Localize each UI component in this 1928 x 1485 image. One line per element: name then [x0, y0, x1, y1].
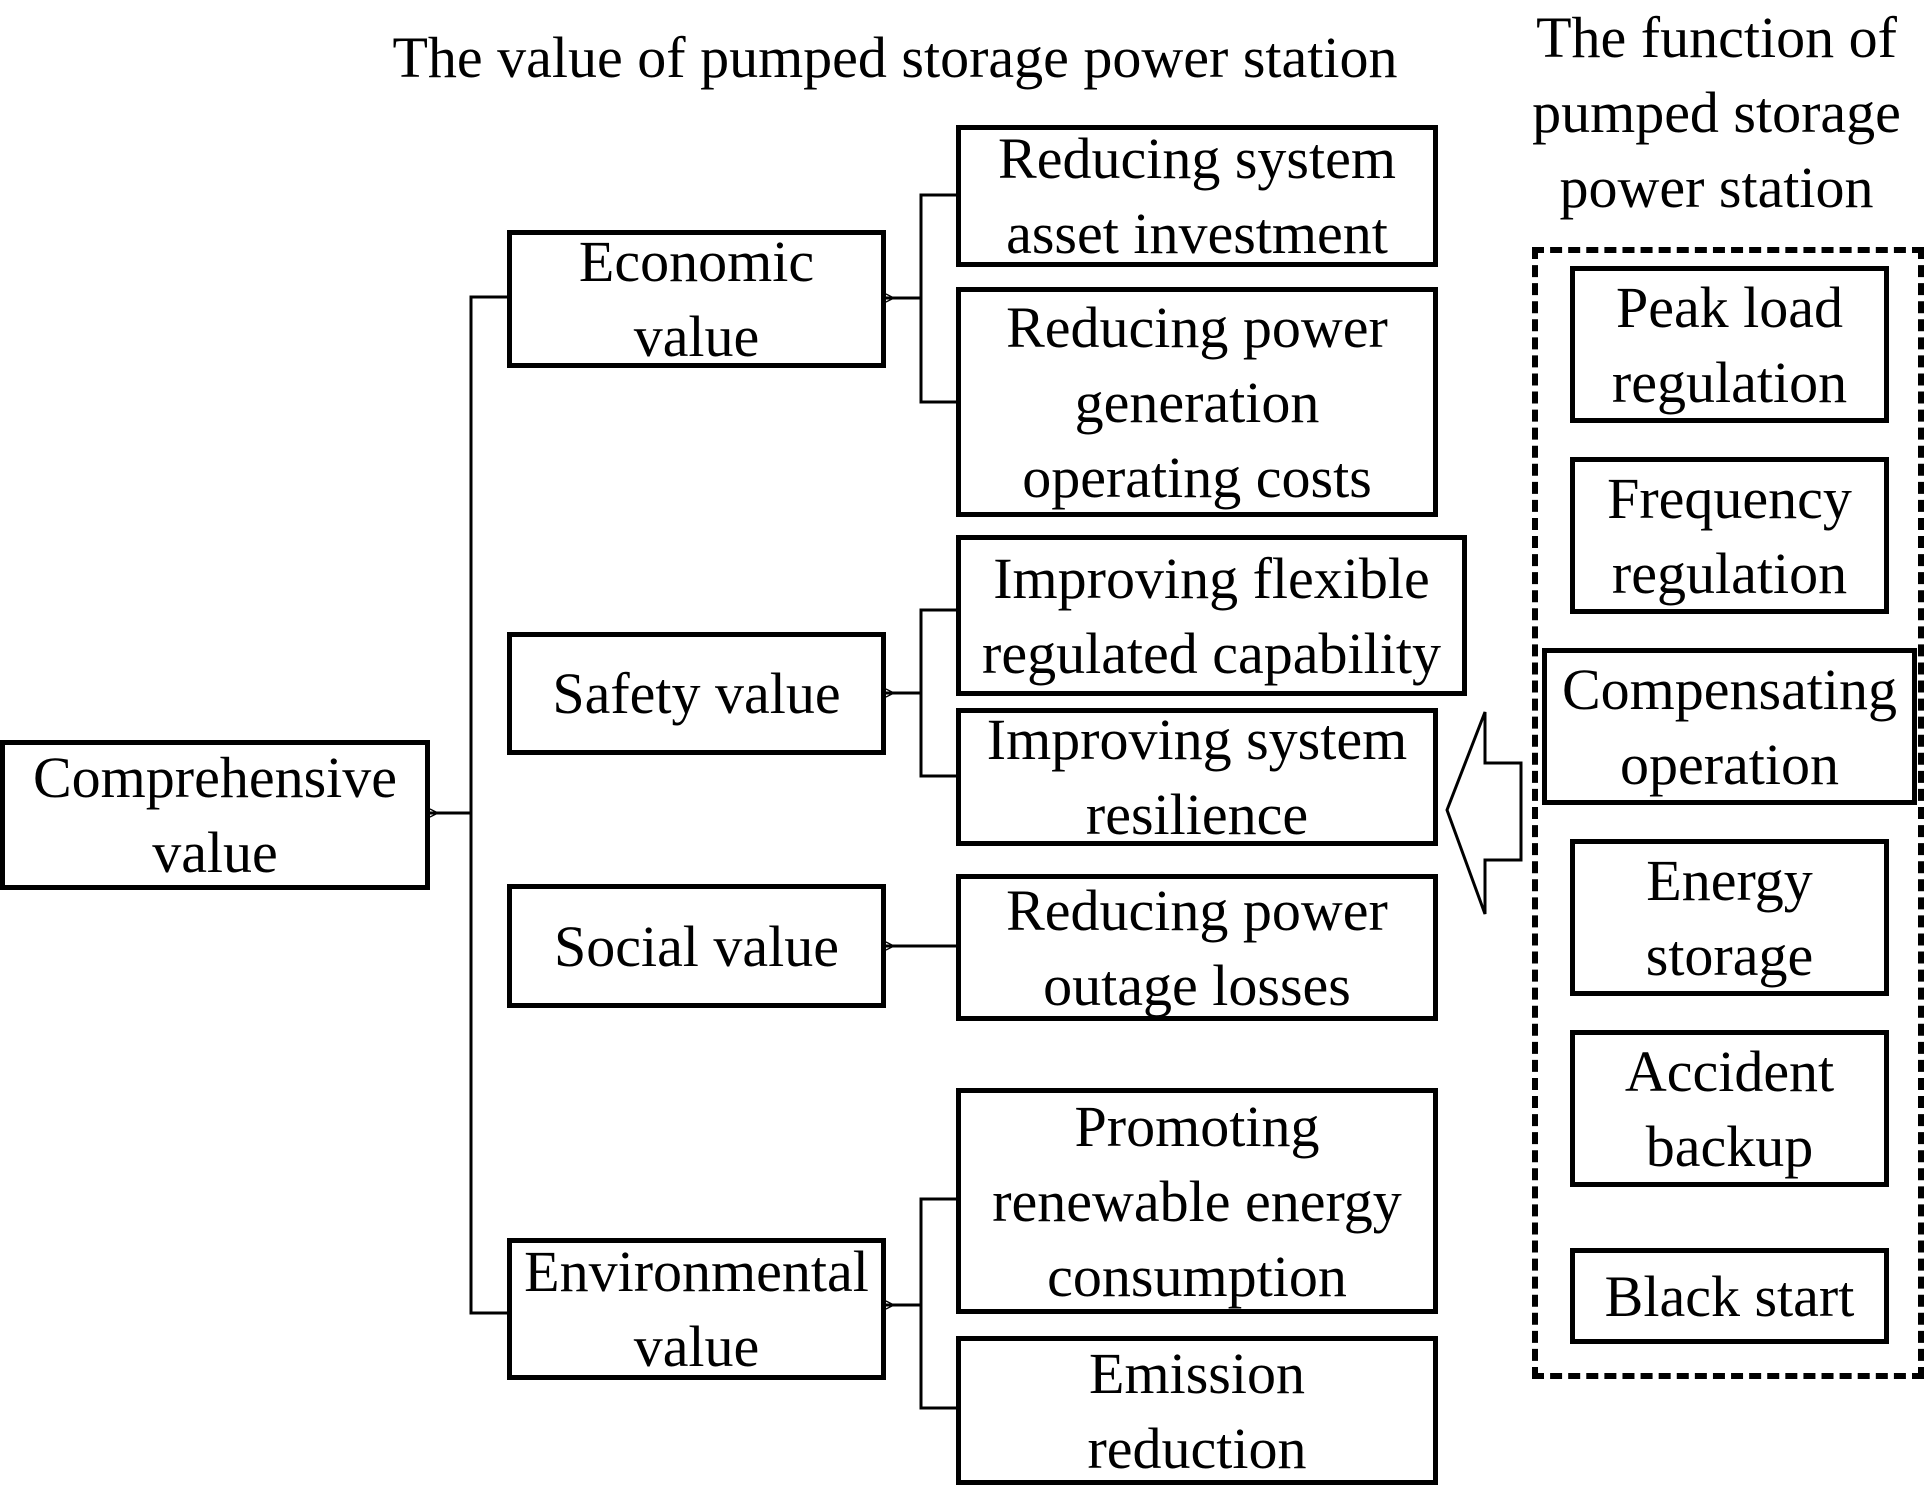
box-line: Improving system	[986, 708, 1408, 772]
box-line: Social value	[553, 913, 840, 979]
box-line: regulation	[1611, 540, 1848, 606]
function-compensating-box: Compensating operation	[1542, 648, 1917, 805]
box-line: Peak load	[1615, 274, 1844, 340]
box-line: Promoting	[1074, 1093, 1320, 1159]
box-line: Frequency	[1607, 465, 1852, 531]
box-line: consumption	[1047, 1243, 1347, 1309]
box-line: Comprehensive	[32, 745, 398, 810]
function-title-line-3: power station	[1559, 155, 1874, 220]
box-line: value	[152, 820, 278, 885]
value-title: The value of pumped storage power statio…	[392, 25, 1398, 90]
item-outage-losses-box: Reducing power outage losses	[956, 874, 1438, 1021]
box-line: Energy	[1646, 847, 1813, 913]
box-line: storage	[1645, 922, 1814, 988]
box-line: Economic	[578, 230, 815, 294]
box-line: Black start	[1604, 1263, 1855, 1329]
economic-bracket	[919, 193, 956, 404]
box-line: operation	[1619, 731, 1840, 797]
function-accident-backup-box: Accident backup	[1570, 1030, 1889, 1187]
item-operating-costs-box: Reducing power generation operating cost…	[956, 287, 1438, 517]
box-line: operating costs	[1022, 444, 1372, 510]
function-title-line-2: pumped storage	[1532, 80, 1901, 145]
box-line: reduction	[1087, 1415, 1307, 1481]
box-line: backup	[1645, 1113, 1814, 1179]
item-flexible-capability-box: Improving flexible regulated capability	[956, 535, 1467, 696]
environmental-value-box: Environmental value	[507, 1238, 886, 1380]
safety-bracket	[919, 608, 958, 778]
item-renewable-consumption-box: Promoting renewable energy consumption	[956, 1088, 1438, 1314]
social-value-box: Social value	[507, 884, 886, 1008]
box-line: Safety value	[552, 661, 841, 726]
box-line: Reducing power	[1006, 294, 1388, 360]
box-line: generation	[1074, 369, 1320, 435]
function-black-start-box: Black start	[1570, 1248, 1889, 1344]
box-line: Emission	[1089, 1340, 1305, 1406]
item-asset-investment-box: Reducing system asset investment	[956, 125, 1438, 267]
function-title-line-1: The function of	[1536, 5, 1897, 70]
box-line: Accident	[1624, 1038, 1835, 1104]
box-line: Compensating	[1561, 656, 1898, 722]
function-energy-storage-box: Energy storage	[1570, 839, 1889, 996]
economic-value-box: Economic value	[507, 230, 886, 368]
box-line: Reducing power	[1006, 877, 1388, 943]
function-title: The function of pumped storage power sta…	[1505, 0, 1928, 225]
box-line: value	[633, 1314, 760, 1379]
box-line: asset investment	[1006, 201, 1388, 266]
box-line: regulated capability	[982, 620, 1441, 686]
box-line: resilience	[1085, 782, 1309, 846]
box-line: Improving flexible	[993, 545, 1430, 611]
box-line: renewable energy	[992, 1168, 1402, 1234]
box-line: value	[633, 304, 760, 368]
function-frequency-box: Frequency regulation	[1570, 457, 1889, 614]
root-bracket	[469, 295, 507, 1315]
item-system-resilience-box: Improving system resilience	[956, 708, 1438, 846]
box-line: Reducing system	[998, 126, 1396, 191]
box-line: Environmental	[524, 1239, 869, 1304]
box-line: regulation	[1611, 349, 1848, 415]
function-group-frame	[1532, 247, 1924, 1379]
function-peak-load-box: Peak load regulation	[1570, 266, 1889, 423]
item-emission-reduction-box: Emission reduction	[956, 1336, 1438, 1485]
comprehensive-value-box: Comprehensive value	[0, 740, 430, 890]
hollow-arrow-outline	[1445, 711, 1523, 915]
box-line: outage losses	[1043, 952, 1351, 1018]
environmental-bracket	[919, 1197, 956, 1410]
safety-value-box: Safety value	[507, 632, 886, 755]
